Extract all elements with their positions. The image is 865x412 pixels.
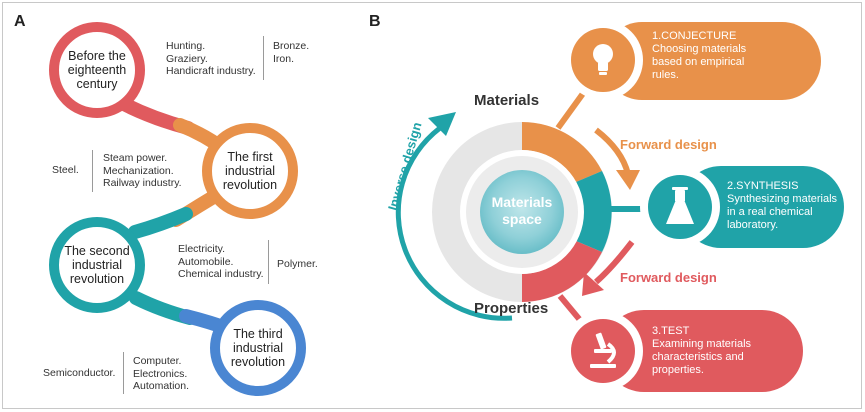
properties-heading: Properties (474, 300, 549, 317)
step-pill-test (603, 310, 803, 392)
divider (263, 36, 264, 80)
inverse-design-arrowhead (428, 112, 456, 136)
stage-label-4-line: industrial (232, 341, 284, 355)
step-line: rules. (652, 69, 679, 81)
divider (92, 150, 93, 192)
step-title: 3.TEST (652, 325, 690, 337)
step-line: Examining materials (652, 338, 752, 350)
stage-label-3: The second industrial revolution (57, 244, 137, 286)
activity-item: Graziery. (166, 52, 208, 65)
forward-arrowhead-1 (616, 170, 640, 190)
activities-3: Electricity. Automobile. Chemical indust… (178, 243, 264, 281)
activity-item: Automation. (133, 380, 190, 392)
step-line: properties. (652, 364, 704, 376)
material-item: Iron. (273, 52, 295, 65)
stage-label-2-line: industrial (224, 164, 276, 178)
inverse-design-arrow (395, 126, 513, 321)
stage-label-1-line: eighteenth (67, 63, 127, 77)
panel-b-letter: B (369, 13, 381, 30)
step-line: based on empirical (652, 56, 745, 68)
step-text-synthesis: 2.SYNTHESIS Synthesizing materials in a … (727, 180, 837, 232)
forward-arrow-2 (594, 240, 635, 285)
activity-item: Mechanization. (103, 164, 174, 177)
stage-label-2: The first industrial revolution (210, 150, 290, 192)
step-pill-synthesis (680, 166, 844, 248)
material-item: Semiconductor. (43, 367, 116, 379)
panel-a-letter: A (14, 13, 26, 30)
material-item: Polymer. (277, 258, 318, 270)
red-arc (522, 241, 602, 302)
microscope-icon (590, 332, 616, 368)
orange-arc (522, 122, 602, 182)
stage-label-1-line: century (76, 77, 118, 91)
teal-arc (576, 171, 612, 252)
stage-label-4-line: The third (233, 327, 283, 341)
material-item: Bronze. (273, 40, 310, 52)
materials-heading: Materials (474, 92, 540, 109)
stage-circle-3 (49, 217, 145, 313)
step-line: Synthesizing materials (727, 193, 838, 205)
stage-label-3-line: revolution (69, 272, 125, 286)
stage-label-4-line: revolution (230, 355, 286, 369)
industrial-timeline (49, 22, 306, 396)
stage-circle-4 (210, 300, 306, 396)
center-line: Materials (491, 194, 553, 210)
materials-4: Semiconductor. (43, 367, 115, 380)
activities-2: Steam power. Mechanization. Railway indu… (103, 152, 182, 190)
step-text-test: 3.TEST Examining materials characteristi… (652, 325, 751, 377)
activity-item: Steam power. (103, 152, 168, 164)
materials-space-label: Materials space (482, 194, 562, 228)
divider (268, 240, 269, 284)
activity-item: Railway industry. (103, 177, 182, 189)
stage-label-1-line: Before the (68, 49, 126, 63)
stage-circle-1 (49, 22, 145, 118)
materials-1: Bronze. Iron. (273, 40, 309, 65)
timeline-ribbon-teal-top (128, 207, 193, 239)
activity-item: Chemical industry. (178, 268, 264, 280)
stage-label-1: Before the eighteenth century (57, 49, 137, 91)
step-line: characteristics and (652, 351, 744, 363)
activity-item: Electricity. (178, 243, 226, 255)
activities-4: Computer. Electronics. Automation. (133, 355, 189, 393)
step-pill-conjecture (603, 22, 821, 100)
stage-label-3-line: industrial (71, 258, 123, 272)
step-line: in a real chemical (727, 206, 813, 218)
step-line: Choosing materials (652, 43, 747, 55)
activity-item: Computer. (133, 355, 182, 367)
activity-item: Hunting. (166, 40, 206, 52)
divider (123, 352, 124, 394)
materials-3: Polymer. (277, 258, 318, 271)
materials-space-sphere (480, 170, 564, 254)
step-title: 2.SYNTHESIS (727, 180, 799, 192)
forward-design-label-1: Forward design (620, 137, 717, 152)
activity-item: Electronics. (133, 367, 188, 380)
stage-label-3-line: The second (64, 244, 130, 258)
step-line: laboratory. (727, 219, 779, 231)
stage-circle-2 (202, 123, 298, 219)
activity-item: Automobile. (178, 255, 234, 268)
activities-1: Hunting. Graziery. Handicraft industry. (166, 40, 256, 78)
lightbulb-icon (593, 44, 613, 75)
material-item: Steel. (52, 164, 79, 176)
materials-2: Steel. (52, 164, 79, 177)
stage-label-4: The third industrial revolution (218, 327, 298, 369)
center-line: space (502, 211, 542, 227)
stage-label-2-line: The first (227, 150, 273, 164)
forward-design-label-2: Forward design (620, 270, 717, 285)
flask-icon (666, 187, 694, 224)
step-title: 1.CONJECTURE (652, 30, 737, 42)
stage-label-2-line: revolution (222, 178, 278, 192)
activity-item: Handicraft industry. (166, 65, 256, 77)
step-text-conjecture: 1.CONJECTURE Choosing materials based on… (652, 30, 746, 82)
forward-arrowhead-2 (582, 272, 604, 296)
